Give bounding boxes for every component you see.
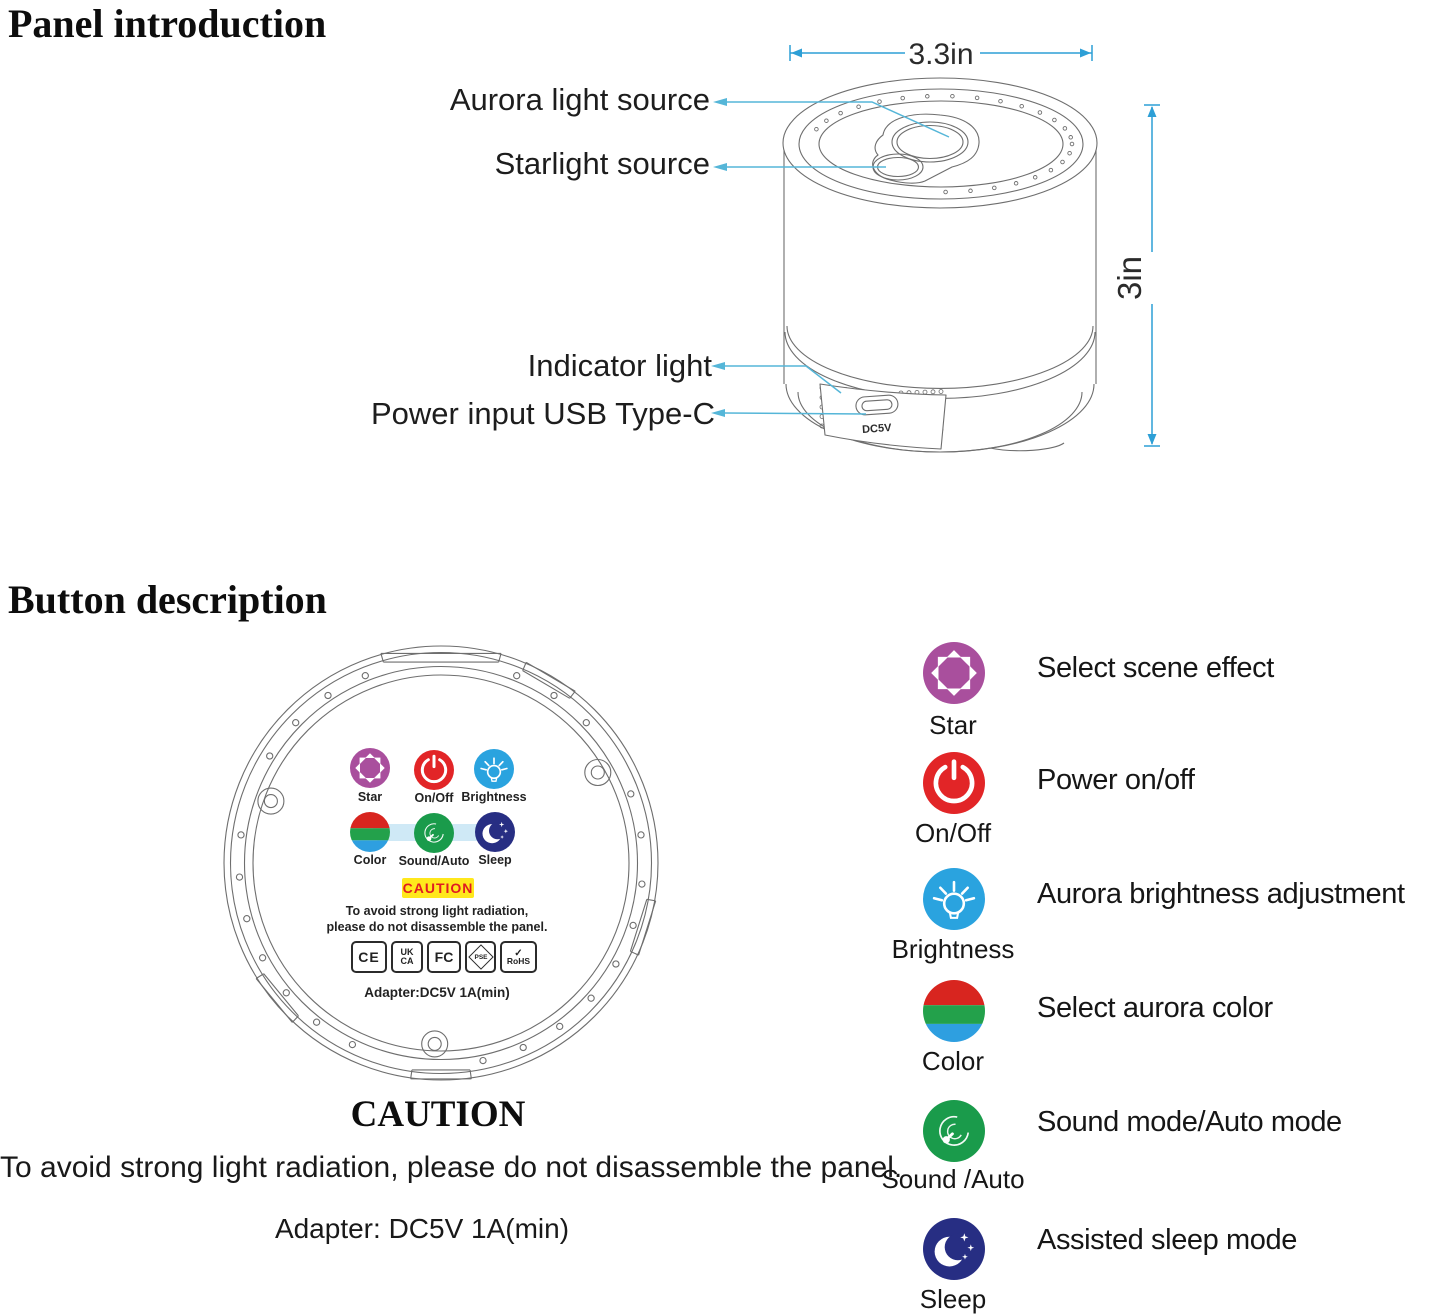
legend-desc-onoff: Power on/off (1037, 764, 1195, 796)
star-icon (350, 748, 390, 788)
speaker-panel (819, 383, 947, 450)
pse-diamond: PSE (467, 944, 494, 970)
sound-auto-icon (414, 813, 454, 853)
panel-button-label-onoff: On/Off (414, 791, 454, 805)
cert-ukca-bottom: CA (400, 956, 414, 966)
legend-desc-sound-auto: Sound mode/Auto mode (1037, 1106, 1342, 1138)
cert-ce: CE (351, 941, 387, 973)
label-indicator-light: Indicator light (527, 348, 712, 383)
cert-fcc: FC (427, 941, 461, 973)
brightness-icon (474, 749, 514, 789)
section-title-panel-introduction: Panel introduction (8, 1, 327, 46)
label-starlight-source: Starlight source (494, 146, 710, 181)
button-panel-diagram (223, 645, 659, 1081)
panel-decorations (235, 652, 657, 1080)
power-icon (923, 752, 985, 814)
panel-warning-line2: please do not disassemble the panel. (326, 920, 548, 934)
panel-warning-line1: To avoid strong light radiation, (345, 904, 529, 918)
color-icon (350, 812, 390, 852)
panel-button-label-star: Star (357, 790, 383, 804)
rohs-check-icon: ✓ (514, 947, 523, 959)
panel-caution-badge: CAUTION (402, 878, 474, 898)
dimension-height: 3in (1111, 104, 1160, 447)
legend-label-brightness: Brightness (891, 934, 1015, 964)
legend-desc-color: Select aurora color (1037, 992, 1273, 1024)
legend-label-sleep: Sleep (919, 1284, 987, 1314)
legend-desc-star: Select scene effect (1037, 652, 1274, 684)
panel-button-label-brightness: Brightness (461, 790, 527, 804)
svg-text:3.3in: 3.3in (908, 38, 973, 71)
legend-label-sound-auto: Sound /Auto (881, 1164, 1025, 1194)
lens-housing-outline (872, 113, 980, 184)
sound-auto-icon (923, 1100, 985, 1162)
legend-label-color: Color (921, 1046, 985, 1076)
panel-button-label-sound-auto: Sound/Auto (398, 854, 470, 868)
power-icon (414, 750, 454, 790)
port-label-dc5v: DC5V (862, 422, 893, 436)
color-icon (923, 980, 985, 1042)
brightness-icon (923, 868, 985, 930)
cert-ukca: UK CA (391, 941, 423, 973)
legend-desc-sleep: Assisted sleep mode (1037, 1224, 1297, 1256)
panel-button-label-sleep: Sleep (478, 853, 512, 867)
star-icon (923, 642, 985, 704)
section-title-button-description: Button description (8, 577, 327, 622)
label-power-input-usb: Power input USB Type-C (370, 396, 715, 431)
panel-button-brightness (474, 749, 514, 789)
usb-c-port (855, 394, 899, 416)
panel-warning-text: To avoid strong light radiation, please … (312, 903, 562, 935)
device-diagram: DC5V 3.3in 3in (711, 38, 1160, 453)
callout-lines (711, 98, 950, 417)
cert-pse: PSE (465, 941, 496, 973)
panel-button-star (350, 748, 390, 788)
panel-button-color (350, 812, 390, 852)
cert-rohs: ✓ RoHS (500, 941, 537, 973)
sleep-icon (475, 812, 515, 852)
aurora-lens (891, 121, 969, 163)
label-aurora-light-source: Aurora light source (449, 82, 710, 117)
cert-pse-label: PSE (473, 953, 487, 961)
legend-label-onoff: On/Off (914, 818, 992, 848)
panel-button-sound-auto (414, 813, 454, 853)
sleep-icon (923, 1218, 985, 1280)
certification-marks: CE UK CA FC PSE ✓ RoHS (351, 941, 537, 973)
cert-rohs-label: RoHS (506, 955, 531, 966)
panel-button-onoff (414, 750, 454, 790)
dimension-width: 3.3in (789, 38, 1093, 71)
panel-adapter-text: Adapter:DC5V 1A(min) (364, 985, 510, 1000)
svg-text:3in: 3in (1111, 256, 1148, 300)
footer-adapter-text: Adapter: DC5V 1A(min) (274, 1213, 570, 1244)
panel-button-sleep (475, 812, 515, 852)
cert-ukca-top: UK (400, 947, 414, 957)
legend-desc-brightness: Aurora brightness adjustment (1037, 878, 1405, 910)
panel-button-label-color: Color (353, 853, 387, 867)
legend-label-star: Star (929, 710, 977, 740)
footer-caution-text: To avoid strong light radiation, please … (0, 1151, 903, 1184)
footer-caution-title: CAUTION (350, 1094, 526, 1135)
